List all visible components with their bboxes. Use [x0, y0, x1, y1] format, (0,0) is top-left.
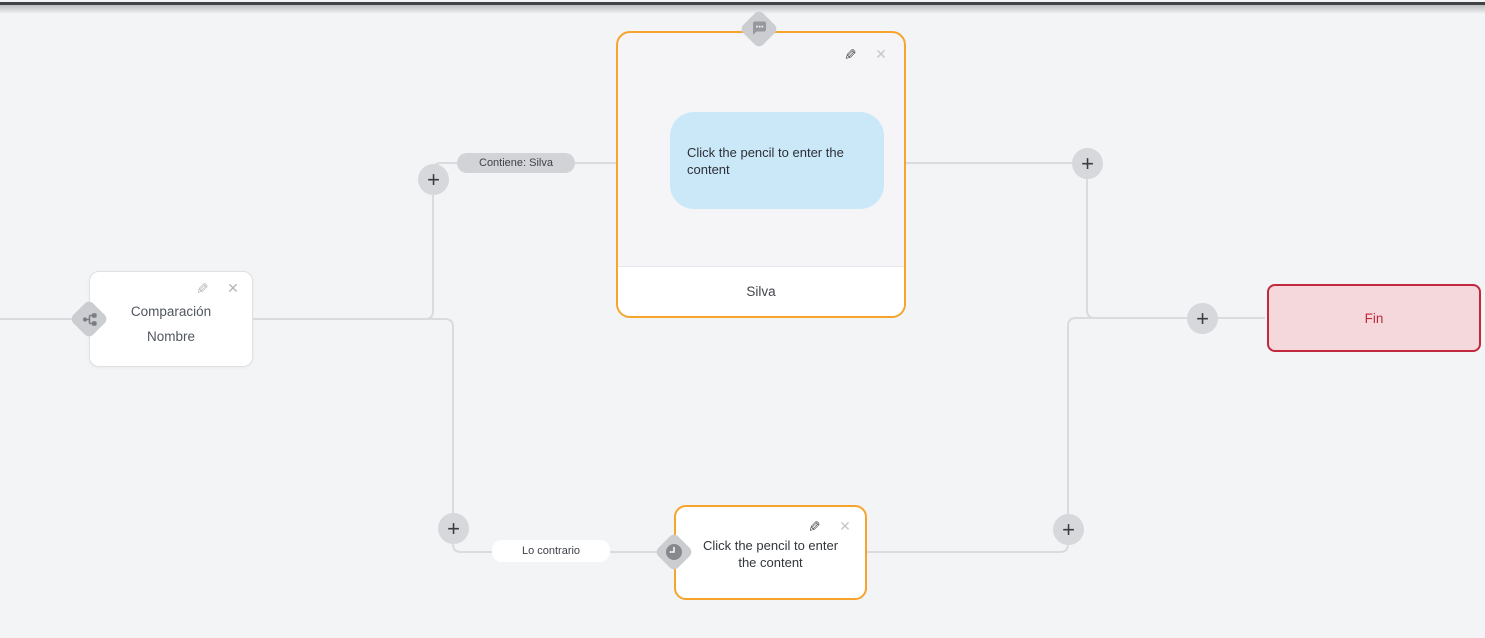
add-block-button-before-end[interactable]: + — [1187, 303, 1218, 334]
comparison-node[interactable]: ✎ ✕ Comparación Nombre — [89, 271, 253, 367]
add-block-button-after-message[interactable]: + — [1072, 148, 1103, 179]
pencil-icon: ✎ — [843, 46, 857, 64]
plus-icon: + — [447, 516, 460, 541]
end-node[interactable]: Fin — [1267, 284, 1481, 352]
plus-icon: + — [1196, 306, 1209, 331]
delete-delay-button[interactable]: ✕ — [836, 518, 854, 536]
edge-label-text: Lo contrario — [521, 545, 581, 557]
edge-label-text: Contiene: Silva — [479, 157, 553, 169]
close-icon: ✕ — [875, 47, 887, 63]
delete-message-button[interactable]: ✕ — [872, 46, 890, 64]
comparison-title: Comparación — [130, 304, 212, 319]
chat-bubble-icon — [742, 12, 776, 46]
branch-icon — [72, 302, 106, 336]
comparison-subtitle: Nombre — [146, 329, 195, 344]
message-footer: Silva — [618, 266, 904, 316]
delete-comparison-button[interactable]: ✕ — [224, 280, 242, 298]
wire-delay-out — [865, 317, 1265, 553]
delay-connector-diamond — [654, 532, 694, 572]
plus-icon: + — [1081, 151, 1094, 176]
edit-message-button[interactable]: ✎ — [841, 46, 859, 64]
close-icon: ✕ — [839, 519, 851, 535]
edge-label-condition-true: Contiene: Silva — [457, 153, 575, 173]
wire-message-down — [1086, 165, 1265, 319]
add-block-button-false-branch[interactable]: + — [438, 513, 469, 544]
comparison-connector-diamond — [69, 299, 109, 339]
toolbar-divider — [0, 2, 1485, 5]
message-placeholder-text: Click the pencil to enter the content — [687, 144, 844, 177]
message-connector-diamond — [739, 9, 779, 49]
edit-delay-button[interactable]: ✎ — [805, 518, 823, 536]
edit-comparison-button[interactable]: ✎ — [193, 280, 211, 298]
delay-placeholder-text: Click the pencil to enter the content — [702, 538, 839, 570]
pencil-icon: ✎ — [807, 518, 821, 536]
plus-icon: + — [1062, 517, 1075, 542]
message-node[interactable]: ✎ ✕ Click the pencil to enter the conten… — [616, 31, 906, 318]
clock-icon — [657, 535, 691, 569]
add-block-button-after-delay[interactable]: + — [1053, 514, 1084, 545]
delay-node[interactable]: ✎ ✕ Click the pencil to enter the conten… — [674, 505, 867, 600]
close-icon: ✕ — [227, 281, 239, 297]
add-block-button-true-branch[interactable]: + — [418, 164, 449, 195]
wire-branch-false — [253, 318, 676, 553]
plus-icon: + — [427, 167, 440, 192]
toolbar-shadow — [0, 5, 1485, 14]
end-node-label: Fin — [1364, 310, 1384, 326]
message-bubble: Click the pencil to enter the content — [670, 112, 884, 209]
pencil-icon: ✎ — [195, 280, 209, 298]
message-footer-label: Silva — [746, 284, 776, 299]
edge-label-condition-false: Lo contrario — [492, 540, 610, 562]
